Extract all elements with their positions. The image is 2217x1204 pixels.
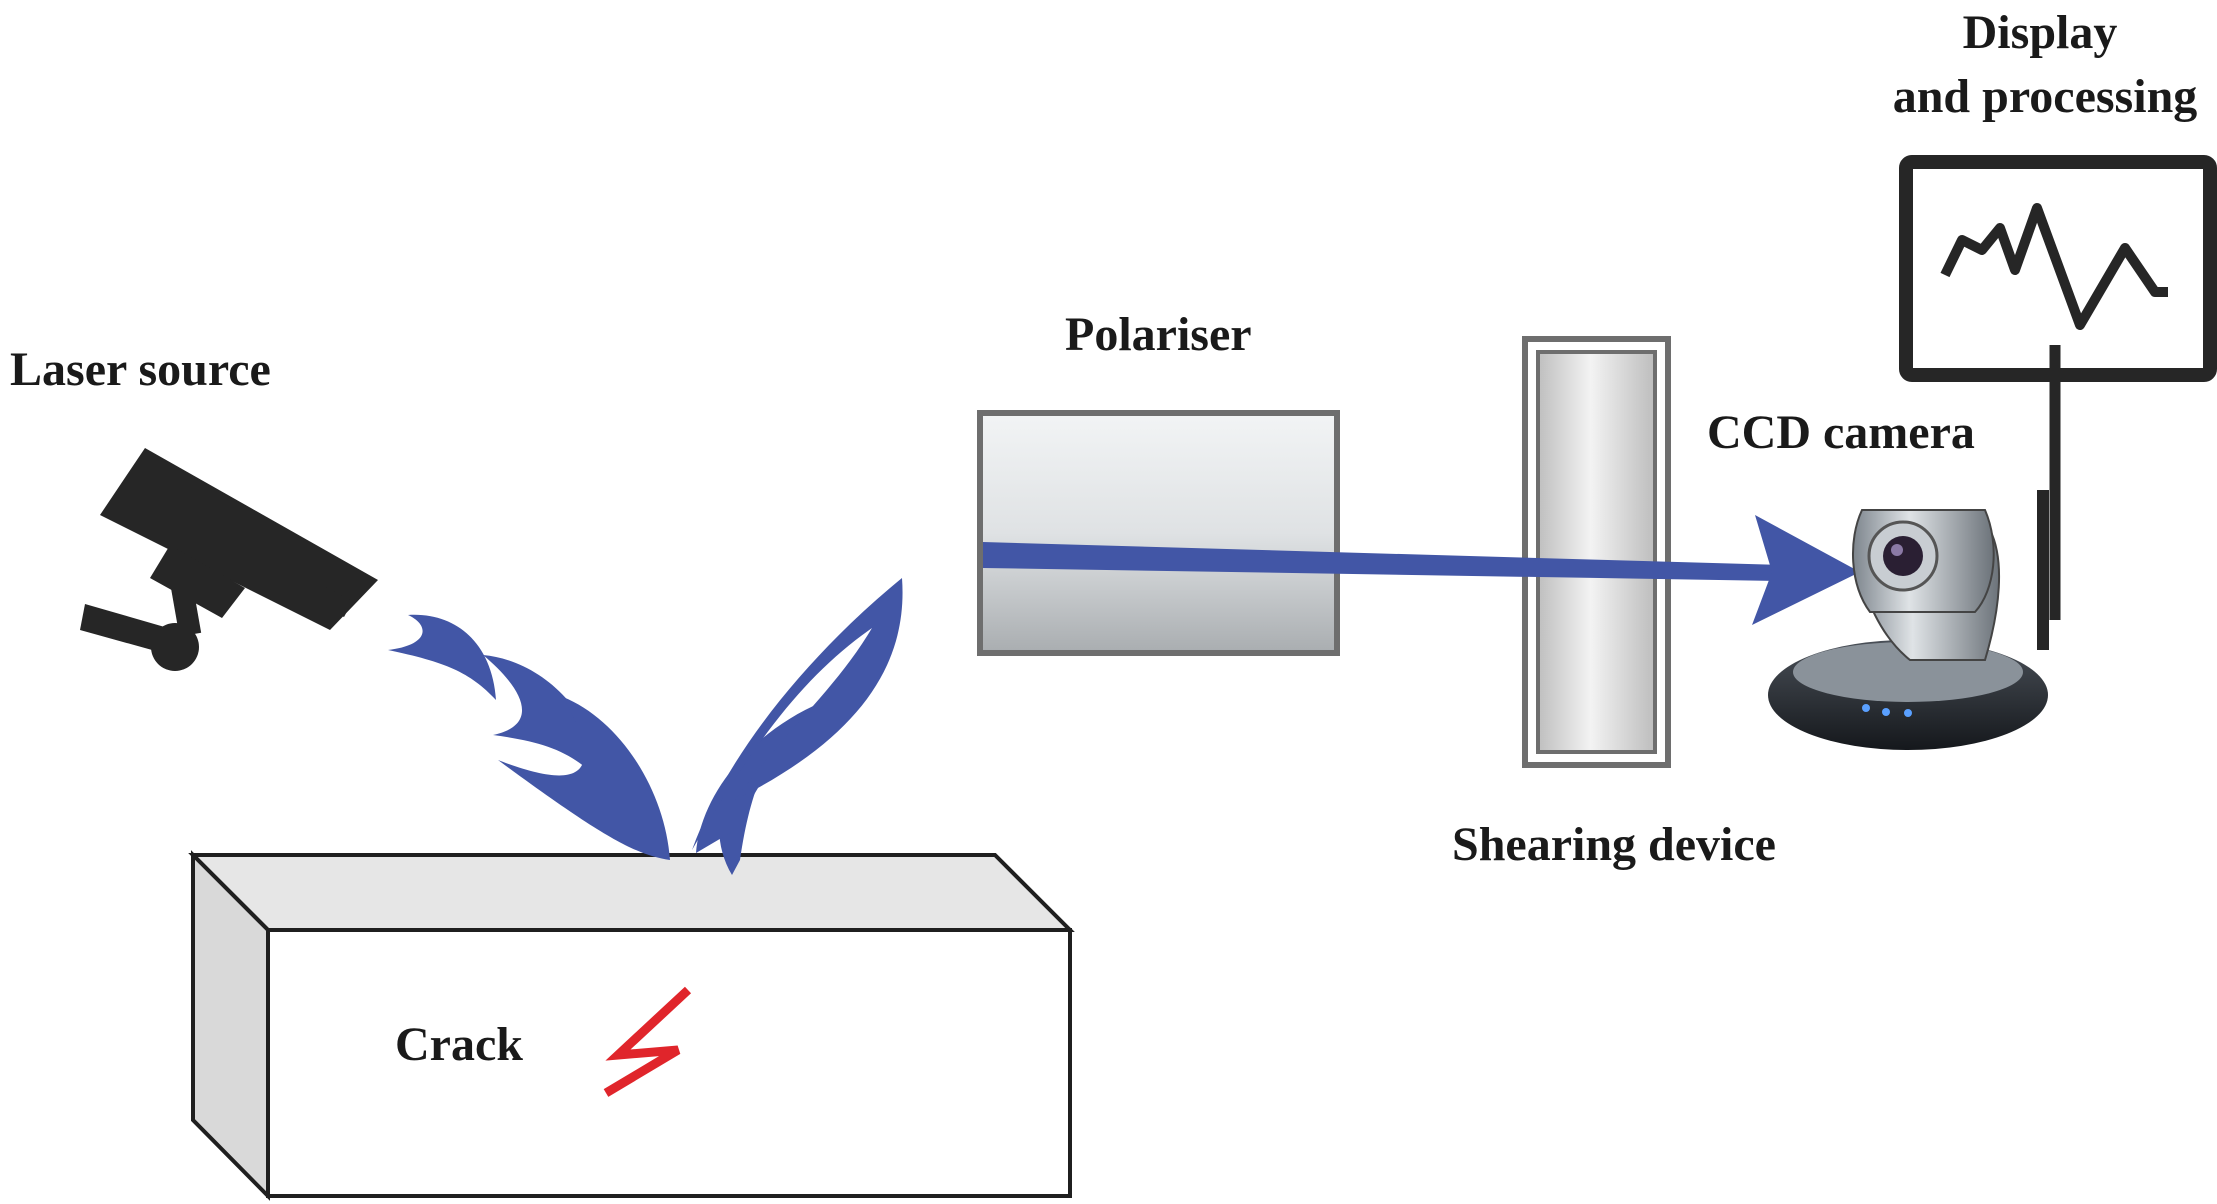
block-top-face [188, 853, 1075, 932]
label-display-line1: Display [1963, 6, 2118, 59]
crack-mark [603, 986, 692, 1097]
polariser-box [977, 410, 1340, 656]
label-display-line2: and processing [1893, 70, 2198, 123]
test-specimen-block [188, 850, 1075, 1201]
laser-beam-arrow [983, 515, 1860, 625]
laser-source-icon [80, 448, 378, 671]
label-shearing-device: Shearing device [1452, 818, 1776, 871]
label-laser-source: Laser source [10, 343, 271, 396]
shearing-device [1522, 336, 1671, 768]
display-monitor-icon [1899, 155, 2217, 620]
label-polariser: Polariser [1065, 308, 1252, 361]
monitor-waveform [1940, 203, 2168, 330]
label-ccd-camera: CCD camera [1707, 406, 1975, 459]
label-crack: Crack [395, 1018, 523, 1071]
block-front-face [266, 928, 1072, 1198]
ccd-camera-icon [1768, 490, 2049, 750]
reflected-waves [692, 578, 903, 875]
incident-waves [388, 614, 670, 860]
